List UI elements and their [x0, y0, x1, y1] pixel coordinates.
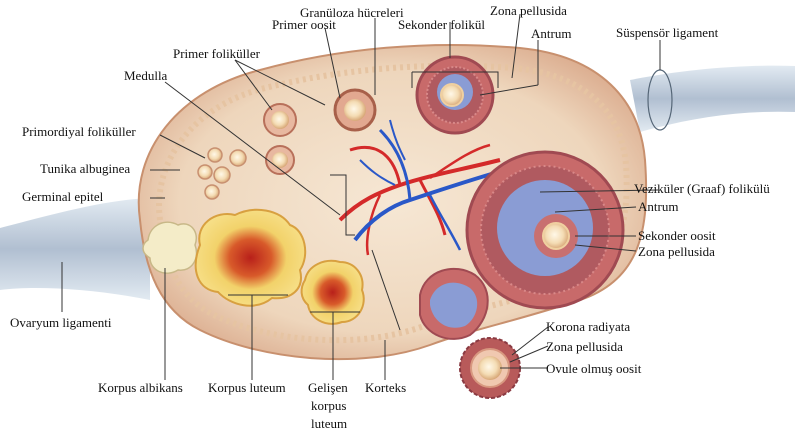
label-primer-oosit: Primer oosit [272, 17, 336, 32]
label-gelisen-2: korpus [311, 398, 346, 413]
label-zona-top: Zona pellusida [490, 3, 567, 18]
corpus-luteum [196, 210, 306, 306]
ovarian-ligament-shape [0, 198, 150, 300]
label-gelisen-1: Gelişen [308, 380, 348, 395]
label-medulla: Medulla [124, 68, 168, 83]
label-ovaryum: Ovaryum ligamenti [10, 315, 112, 330]
label-primordiyal: Primordiyal foliküller [22, 124, 136, 139]
label-ovule: Ovule olmuş oosit [546, 361, 642, 376]
label-suspensor: Süspensör ligament [616, 25, 719, 40]
label-zona-bottom: Zona pellusida [546, 339, 623, 354]
label-luteum: Korpus luteum [208, 380, 286, 395]
label-sekonder-oosit: Sekonder oosit [638, 228, 716, 243]
label-germinal: Germinal epitel [22, 189, 104, 204]
label-korteks: Korteks [365, 380, 406, 395]
label-gelisen-3: luteum [311, 416, 347, 431]
label-tunika: Tunika albuginea [40, 161, 130, 176]
suspensory-ligament-shape [630, 66, 795, 132]
label-zona-right: Zona pellusida [638, 244, 715, 259]
label-sekonder-folikul: Sekonder folikül [398, 17, 485, 32]
label-albikans: Korpus albikans [98, 380, 183, 395]
graafian-follicle [467, 152, 623, 308]
label-antrum-right: Antrum [638, 199, 678, 214]
label-korona: Korona radiyata [546, 319, 630, 334]
label-graaf: Veziküler (Graaf) folikülü [634, 181, 770, 196]
ruptured-follicle [420, 269, 488, 339]
label-antrum-top: Antrum [531, 26, 571, 41]
label-primer-folikuller: Primer foliküller [173, 46, 261, 61]
